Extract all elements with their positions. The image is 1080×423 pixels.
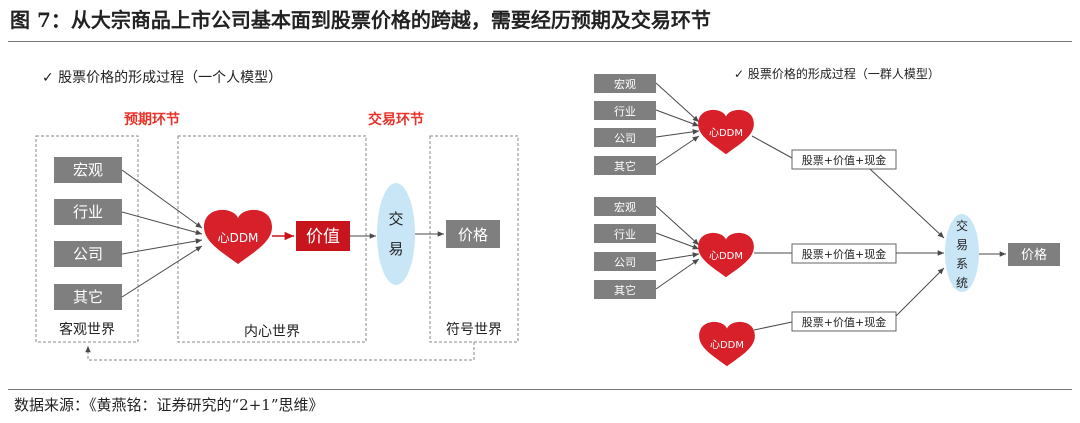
- g1-input-label-other: 其它: [614, 159, 636, 173]
- left-input-boxes: 宏观 行业 公司 其它: [54, 157, 122, 310]
- g2-input-box-other: [594, 280, 656, 299]
- heart-1-to-flow-line: [751, 135, 793, 159]
- objective-world-frame: [35, 135, 139, 343]
- value-box-label: 价值: [306, 227, 340, 247]
- g1-arrow-company: [655, 129, 700, 138]
- g2-input-label-other: 其它: [614, 283, 636, 297]
- flow-box-2-label: 股票+价值+现金: [802, 247, 886, 261]
- right-heart-3-label: 心DDM: [710, 339, 744, 351]
- g2-input-label-company: 公司: [614, 256, 636, 269]
- right-input-group-2: 宏观 行业 公司 其它: [594, 197, 656, 299]
- price-box-label: 价格: [458, 226, 488, 244]
- left-panel: ✓ 股票价格的形成过程（一个人模型） 预期环节 交易环节 宏观 行业 公司 其它…: [35, 70, 519, 361]
- g2-arrow-industry: [655, 232, 700, 250]
- value-box: [296, 221, 350, 251]
- arrow-industry-to-heart: [121, 211, 203, 236]
- stage-trading-label: 交易环节: [368, 111, 424, 128]
- symbol-world-label: 符号世界: [446, 322, 502, 338]
- objective-world-label: 客观世界: [59, 321, 115, 338]
- input-box-industry: [54, 199, 122, 225]
- g1-input-box-industry: [594, 101, 656, 120]
- source-note: 数据来源：《黄燕铭：证券研究的“2+1”思维》: [14, 396, 324, 414]
- g2-input-box-macro: [594, 197, 656, 216]
- input-label-other: 其它: [73, 288, 103, 306]
- flow-3-to-system-arrow: [895, 267, 945, 317]
- inner-world-frame: [177, 135, 367, 343]
- input-label-industry: 行业: [73, 203, 103, 221]
- right-heart-2-label: 心DDM: [709, 250, 743, 262]
- inner-world-label: 内心世界: [244, 324, 300, 340]
- flow-box-3-label: 股票+价值+现金: [802, 315, 886, 329]
- arrow-macro-to-heart: [121, 169, 203, 229]
- title-rule: [8, 41, 1072, 42]
- g1-input-box-other: [594, 156, 656, 175]
- right-panel: ✓ 股票价格的形成过程（一群人模型） 宏观 行业 公司 其它 宏观 行业 公司 …: [594, 66, 1060, 367]
- input-box-other: [54, 284, 122, 310]
- heart-ddm-label: 心DDM: [218, 231, 259, 245]
- system-char-3: 系: [956, 257, 968, 271]
- g2-input-label-macro: 宏观: [614, 200, 636, 214]
- input-box-company: [54, 241, 122, 267]
- arrow-company-to-heart: [121, 238, 203, 255]
- trading-system-ellipse: [945, 214, 979, 292]
- g1-input-label-industry: 行业: [614, 105, 636, 118]
- g2-input-label-industry: 行业: [614, 228, 636, 241]
- input-label-macro: 宏观: [73, 161, 103, 179]
- g1-input-label-company: 公司: [614, 132, 636, 145]
- g2-arrow-macro: [655, 205, 700, 246]
- g1-arrow-other: [655, 135, 700, 166]
- g2-input-box-company: [594, 252, 656, 271]
- flow-box-1: [791, 149, 897, 170]
- left-subtitle: ✓ 股票价格的形成过程（一个人模型）: [42, 70, 282, 86]
- flow-box-3: [791, 311, 897, 332]
- trade-ellipse: [377, 183, 415, 285]
- right-subtitle: ✓ 股票价格的形成过程（一群人模型）: [734, 66, 940, 81]
- stage-expectation-label: 预期环节: [124, 111, 180, 128]
- system-char-2: 易: [956, 238, 968, 252]
- g1-arrow-macro: [655, 82, 700, 123]
- flow-1-to-system-arrow: [869, 168, 945, 239]
- g1-input-box-company: [594, 128, 656, 147]
- g1-input-label-macro: 宏观: [614, 77, 636, 91]
- g1-arrow-industry: [655, 109, 700, 127]
- input-label-company: 公司: [73, 245, 103, 263]
- system-char-1: 交: [956, 218, 968, 233]
- g2-arrow-company: [655, 252, 700, 262]
- arrow-other-to-heart: [121, 245, 203, 298]
- trade-char-1: 交: [388, 210, 403, 228]
- system-char-4: 统: [956, 276, 968, 290]
- g2-input-box-industry: [594, 224, 656, 243]
- right-input-group-1: 宏观 行业 公司 其它: [594, 74, 656, 175]
- input-box-macro: [54, 157, 122, 183]
- price-box: [446, 220, 500, 248]
- feedback-loop-arrow: [85, 342, 475, 361]
- g2-arrow-other: [655, 258, 700, 290]
- figure-title: 图 7：从大宗商品上市公司基本面到股票价格的跨越，需要经历预期及交易环节: [10, 8, 711, 32]
- right-price-box: [1008, 243, 1060, 266]
- flow-box-1-label: 股票+价值+现金: [802, 153, 886, 167]
- source-rule: [8, 389, 1072, 390]
- trade-char-2: 易: [388, 240, 403, 258]
- right-price-box-label: 价格: [1021, 247, 1047, 263]
- heart-3-to-flow-line: [753, 321, 793, 331]
- right-heart-1-label: 心DDM: [709, 127, 743, 139]
- g1-input-box-macro: [594, 74, 656, 93]
